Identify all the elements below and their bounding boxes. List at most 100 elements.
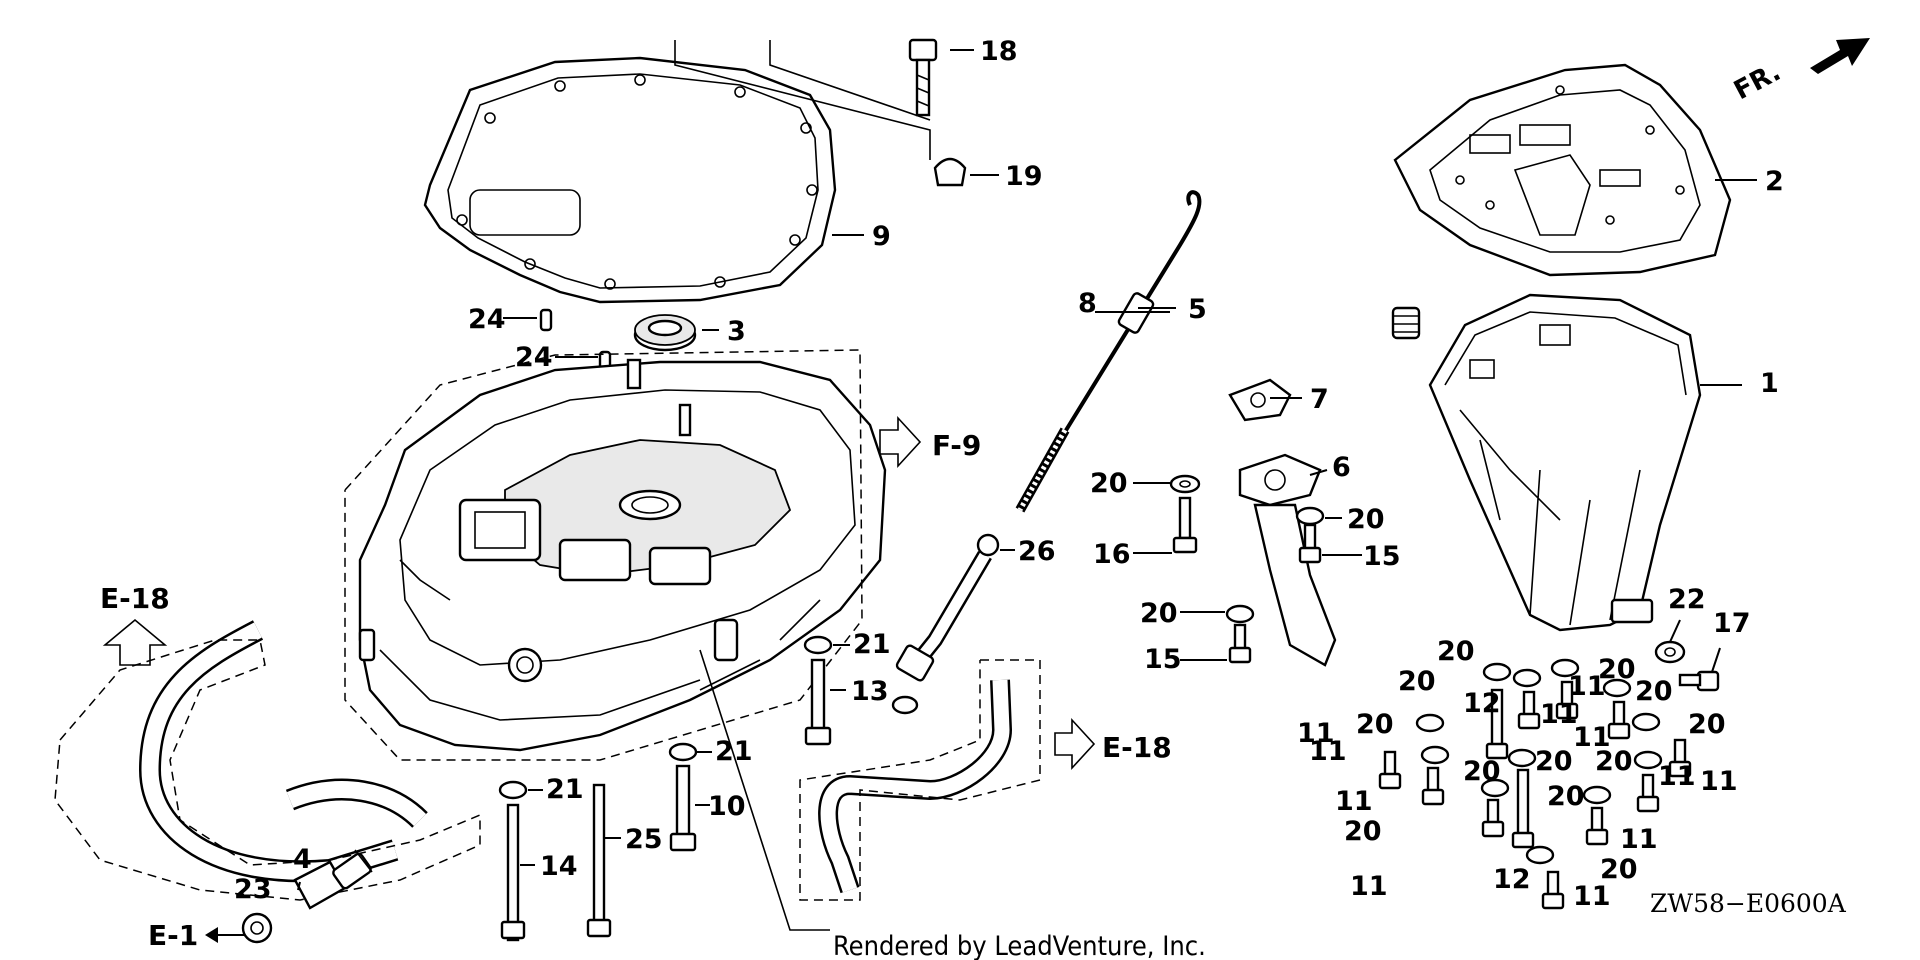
washer-21-upper[interactable]	[803, 635, 833, 655]
callout-21-lower[interactable]: 21	[546, 774, 584, 805]
bolt-13-part[interactable]	[804, 658, 832, 746]
reference-e1[interactable]: E-1	[148, 919, 218, 952]
reference-e18-right[interactable]: E-18	[1054, 717, 1172, 771]
callout-17[interactable]: 17	[1713, 608, 1751, 639]
bolt-11-c[interactable]	[1607, 700, 1631, 740]
gasket-7-part[interactable]	[1228, 378, 1292, 422]
callout-11-c[interactable]: 11	[1335, 786, 1373, 817]
callout-23[interactable]: 23	[234, 874, 272, 905]
callout-2[interactable]: 2	[1765, 166, 1784, 197]
callout-11-g[interactable]: 11	[1573, 722, 1611, 753]
callout-11-e[interactable]: 11	[1568, 671, 1606, 702]
hose-joint-4-part[interactable]	[293, 849, 373, 910]
washer-20-cluster-e[interactable]	[1415, 713, 1445, 733]
callout-20-m[interactable]: 20	[1547, 781, 1585, 812]
oil-case-housing-part[interactable]	[358, 358, 887, 752]
callout-20-k[interactable]: 20	[1595, 746, 1633, 777]
callout-20-c[interactable]: 20	[1140, 598, 1178, 629]
reference-f9[interactable]: F-9	[879, 415, 981, 469]
callout-11-h[interactable]: 11	[1658, 761, 1696, 792]
bolt-10-part[interactable]	[669, 764, 697, 852]
callout-11-k[interactable]: 11	[1573, 881, 1611, 912]
callout-3[interactable]: 3	[727, 316, 746, 347]
bolt-11-g[interactable]	[1636, 773, 1660, 813]
bolt-15-lower[interactable]	[1228, 623, 1252, 664]
callout-18[interactable]: 18	[980, 36, 1018, 67]
bolt-11-h[interactable]	[1585, 806, 1609, 846]
bolt-11-b[interactable]	[1555, 680, 1579, 720]
washer-20-right-of-6[interactable]	[1295, 506, 1325, 526]
washer-20-lower-of-6[interactable]	[1225, 604, 1255, 624]
bolt-11-d[interactable]	[1378, 750, 1402, 790]
hose-clip-23-part[interactable]	[241, 912, 273, 944]
callout-21-upper[interactable]: 21	[853, 629, 891, 660]
callout-21-middle[interactable]: 21	[715, 736, 753, 767]
washer-20-cluster-d[interactable]	[1602, 678, 1632, 698]
callout-7[interactable]: 7	[1310, 384, 1329, 415]
callout-20-n[interactable]: 20	[1344, 816, 1382, 847]
callout-20-e[interactable]: 20	[1398, 666, 1436, 697]
callout-12-lower[interactable]: 12	[1493, 864, 1531, 895]
washer-21-lower[interactable]	[498, 780, 528, 800]
washer-20-cluster-l[interactable]	[1525, 845, 1555, 865]
callout-8[interactable]: 8	[1078, 288, 1097, 319]
callout-20-a[interactable]: 20	[1090, 468, 1128, 499]
bolt-14-part[interactable]	[500, 803, 526, 942]
washer-20-upper-left[interactable]	[1169, 474, 1201, 494]
washer-20-cluster-j[interactable]	[1582, 785, 1612, 805]
oil-strainer-tube-6-part[interactable]	[1238, 453, 1337, 667]
callout-11-i[interactable]: 11	[1700, 766, 1738, 797]
callout-24-lower[interactable]: 24	[515, 342, 553, 373]
callout-20-h[interactable]: 20	[1356, 709, 1394, 740]
dowel-pin-24-upper[interactable]	[539, 308, 553, 332]
callout-11-j[interactable]: 11	[1620, 824, 1658, 855]
bolt-11-a[interactable]	[1517, 690, 1541, 730]
dipstick-5-part[interactable]	[1015, 190, 1202, 513]
gasket-2-part[interactable]	[1393, 63, 1732, 277]
callout-15-lower[interactable]: 15	[1144, 644, 1182, 675]
bolt-11-e[interactable]	[1421, 766, 1445, 806]
drain-plug-8-part[interactable]	[1391, 306, 1421, 340]
callout-11-a[interactable]: 11	[1297, 718, 1335, 749]
water-hose-right-part[interactable]	[818, 679, 1013, 894]
callout-5[interactable]: 5	[1188, 294, 1207, 325]
washer-20-cluster-b[interactable]	[1512, 668, 1542, 688]
washer-20-cluster-h[interactable]	[1507, 748, 1537, 768]
washer-20-cluster-a[interactable]	[1482, 662, 1512, 682]
callout-19[interactable]: 19	[1005, 161, 1043, 192]
bolt-11-i[interactable]	[1481, 798, 1505, 838]
bolt-16-part[interactable]	[1172, 496, 1198, 554]
callout-11-d[interactable]: 11	[1350, 871, 1388, 902]
cap-19-part[interactable]	[933, 157, 967, 187]
callout-20-j[interactable]: 20	[1535, 746, 1573, 777]
bolt-17-part[interactable]	[1678, 670, 1720, 692]
washer-22-part[interactable]	[1654, 640, 1686, 664]
callout-14[interactable]: 14	[540, 851, 578, 882]
callout-20-o[interactable]: 20	[1600, 854, 1638, 885]
washer-21-middle[interactable]	[668, 742, 698, 762]
reference-e18-left[interactable]: E-18	[100, 582, 170, 666]
callout-15-upper[interactable]: 15	[1363, 541, 1401, 572]
bolt-11-f[interactable]	[1668, 738, 1692, 778]
oil-seal-3-part[interactable]	[633, 314, 697, 352]
callout-13[interactable]: 13	[851, 676, 889, 707]
callout-20-i[interactable]: 20	[1688, 709, 1726, 740]
callout-9[interactable]: 9	[872, 221, 891, 252]
callout-25[interactable]: 25	[625, 824, 663, 855]
callout-10[interactable]: 10	[708, 791, 746, 822]
callout-11-b[interactable]: 11	[1309, 736, 1347, 767]
washer-20-cluster-g[interactable]	[1420, 745, 1450, 765]
callout-20-g[interactable]: 20	[1635, 676, 1673, 707]
bolt-11-j[interactable]	[1541, 870, 1565, 910]
water-hose-left-part[interactable]	[138, 620, 428, 883]
callout-22[interactable]: 22	[1668, 584, 1706, 615]
dipstick-tube-26-part[interactable]	[891, 533, 1000, 715]
callout-11-f[interactable]: 11	[1540, 699, 1578, 730]
bolt-12-left[interactable]	[1485, 688, 1509, 760]
callout-20-d[interactable]: 20	[1437, 636, 1475, 667]
callout-4[interactable]: 4	[293, 844, 312, 875]
bolt-18-part[interactable]	[908, 38, 938, 117]
oil-pan-1-part[interactable]	[1428, 293, 1702, 632]
washer-20-cluster-i[interactable]	[1480, 778, 1510, 798]
callout-20-f[interactable]: 20	[1598, 654, 1636, 685]
